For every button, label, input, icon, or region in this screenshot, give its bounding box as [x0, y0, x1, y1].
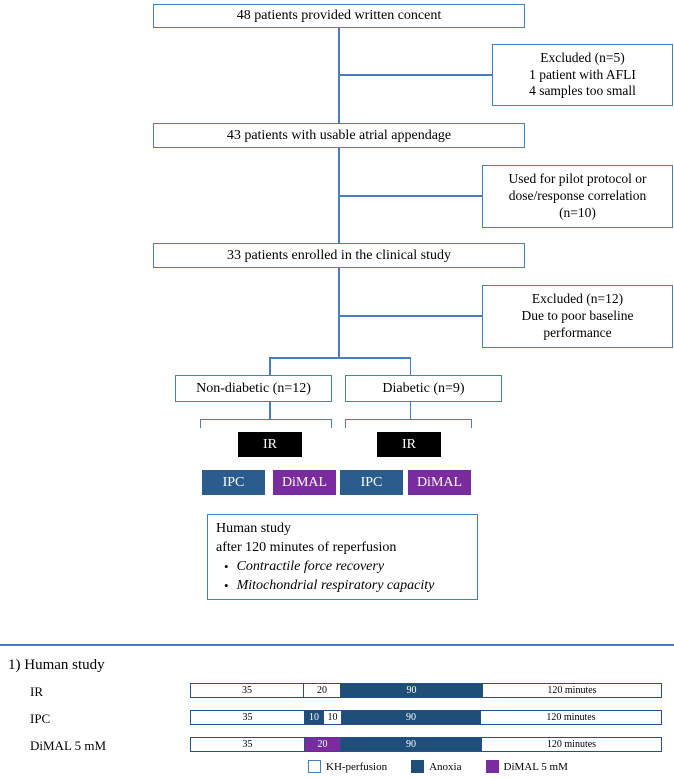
segment-kh-120: 120 minutes — [483, 684, 661, 697]
section-divider — [0, 644, 674, 646]
timeline-row-label-ir: IR — [30, 684, 43, 699]
group-bracket-right — [345, 419, 472, 428]
human-study-line2: after 120 minutes of reperfusion — [216, 539, 397, 555]
segment-kh-10: 10 — [324, 711, 342, 724]
flow-box-enrolled-text: 33 patients enrolled in the clinical stu… — [227, 247, 451, 263]
legend-label-dimal: DiMAL 5 mM — [503, 760, 568, 773]
segment-dimal-20: 20 — [305, 738, 341, 751]
segment-anoxia-90: 90 — [341, 738, 482, 751]
legend-item-kh: KH-perfusion — [308, 760, 387, 773]
flow-box-nondiabetic: Non-diabetic (n=12) — [175, 375, 332, 402]
excluded1-line2: 1 patient with AFLI — [529, 66, 636, 82]
nondiabetic-text: Non-diabetic (n=12) — [196, 380, 311, 396]
connector-line — [269, 402, 271, 419]
connector-line — [269, 357, 271, 375]
connector-line — [338, 268, 340, 358]
timeline-bar-dimal: 35 20 90 120 minutes — [190, 737, 662, 752]
human-study-bullet-2: • Mitochondrial respiratory capacity — [216, 577, 469, 596]
bullet-icon: • — [224, 577, 229, 593]
dimal-swatch-icon — [485, 760, 499, 773]
legend-label-kh: KH-perfusion — [326, 760, 388, 773]
segment-kh-120: 120 minutes — [482, 738, 661, 751]
flow-box-diabetic: Diabetic (n=9) — [345, 375, 502, 402]
flow-box-excluded-2: Excluded (n=12) Due to poor baseline per… — [482, 285, 673, 348]
excluded2-line2: Due to poor baseline — [521, 308, 634, 324]
segment-kh-35: 35 — [191, 711, 305, 724]
pilot-line2: dose/response correlation — [508, 188, 647, 204]
pilot-line3: (n=10) — [559, 204, 596, 220]
human-study-line1: Human study — [216, 521, 292, 536]
dimal-box-left: DiMAL — [273, 470, 336, 495]
connector-line — [269, 357, 411, 359]
segment-kh-35: 35 — [191, 684, 304, 697]
dimal-label-right: DiMAL — [416, 474, 463, 490]
timeline-section-title: 1) Human study — [8, 657, 105, 673]
anoxia-swatch-icon — [411, 760, 425, 773]
ipc-box-left: IPC — [202, 470, 265, 495]
excluded1-line1: Excluded (n=5) — [540, 49, 625, 65]
flow-box-human-study: Human study after 120 minutes of reperfu… — [207, 514, 478, 600]
bullet-icon: • — [224, 558, 229, 574]
connector-line — [409, 402, 411, 419]
dimal-label-left: DiMAL — [281, 474, 328, 490]
flow-box-usable: 43 patients with usable atrial appendage — [153, 123, 525, 148]
diabetic-text: Diabetic (n=9) — [382, 380, 465, 396]
ir-label-right: IR — [402, 436, 416, 452]
excluded1-line3: 4 samples too small — [529, 83, 636, 99]
connector-line — [409, 357, 411, 375]
flow-box-excluded-1: Excluded (n=5) 1 patient with AFLI 4 sam… — [492, 44, 673, 106]
segment-anoxia-90: 90 — [341, 684, 483, 697]
connector-line — [338, 28, 340, 123]
segment-anoxia-10: 10 — [305, 711, 324, 724]
bullet-1-text: Contractile force recovery — [236, 558, 385, 574]
connector-line — [338, 74, 492, 76]
ir-box-right: IR — [377, 432, 441, 457]
flow-box-pilot: Used for pilot protocol or dose/response… — [482, 165, 673, 228]
flow-box-consent: 48 patients provided written concent — [153, 4, 525, 28]
human-study-bullet-1: • Contractile force recovery — [216, 558, 469, 577]
timeline-row-label-ipc: IPC — [30, 711, 51, 726]
excluded2-line3: performance — [543, 324, 612, 340]
ir-label-left: IR — [263, 436, 277, 452]
timeline-row-label-dimal: DiMAL 5 mM — [30, 738, 107, 753]
segment-anoxia-90: 90 — [342, 711, 481, 724]
ipc-label-right: IPC — [360, 474, 383, 490]
flow-box-consent-text: 48 patients provided written concent — [236, 8, 442, 24]
group-bracket-left — [200, 419, 332, 428]
segment-kh-35: 35 — [191, 738, 305, 751]
flow-box-enrolled: 33 patients enrolled in the clinical stu… — [153, 243, 525, 268]
legend-item-anoxia: Anoxia — [411, 760, 462, 773]
dimal-box-right: DiMAL — [408, 470, 471, 495]
pilot-line1: Used for pilot protocol or — [508, 171, 647, 187]
legend-label-anoxia: Anoxia — [429, 760, 462, 773]
kh-perfusion-swatch-icon — [308, 760, 321, 773]
ir-box-left: IR — [238, 432, 302, 457]
connector-line — [338, 315, 482, 317]
segment-kh-20: 20 — [304, 684, 341, 697]
timeline-bar-ir: 35 20 90 120 minutes — [190, 683, 662, 698]
legend-item-dimal: DiMAL 5 mM — [485, 760, 568, 773]
segment-kh-120: 120 minutes — [481, 711, 661, 724]
connector-line — [338, 195, 482, 197]
excluded2-line1: Excluded (n=12) — [531, 291, 624, 307]
timeline-legend: KH-perfusion Anoxia DiMAL 5 mM — [308, 760, 582, 773]
bullet-2-text: Mitochondrial respiratory capacity — [236, 577, 435, 593]
ipc-box-right: IPC — [340, 470, 403, 495]
flow-box-usable-text: 43 patients with usable atrial appendage — [226, 127, 452, 143]
timeline-bar-ipc: 35 10 10 90 120 minutes — [190, 710, 662, 725]
ipc-label-left: IPC — [222, 474, 245, 490]
